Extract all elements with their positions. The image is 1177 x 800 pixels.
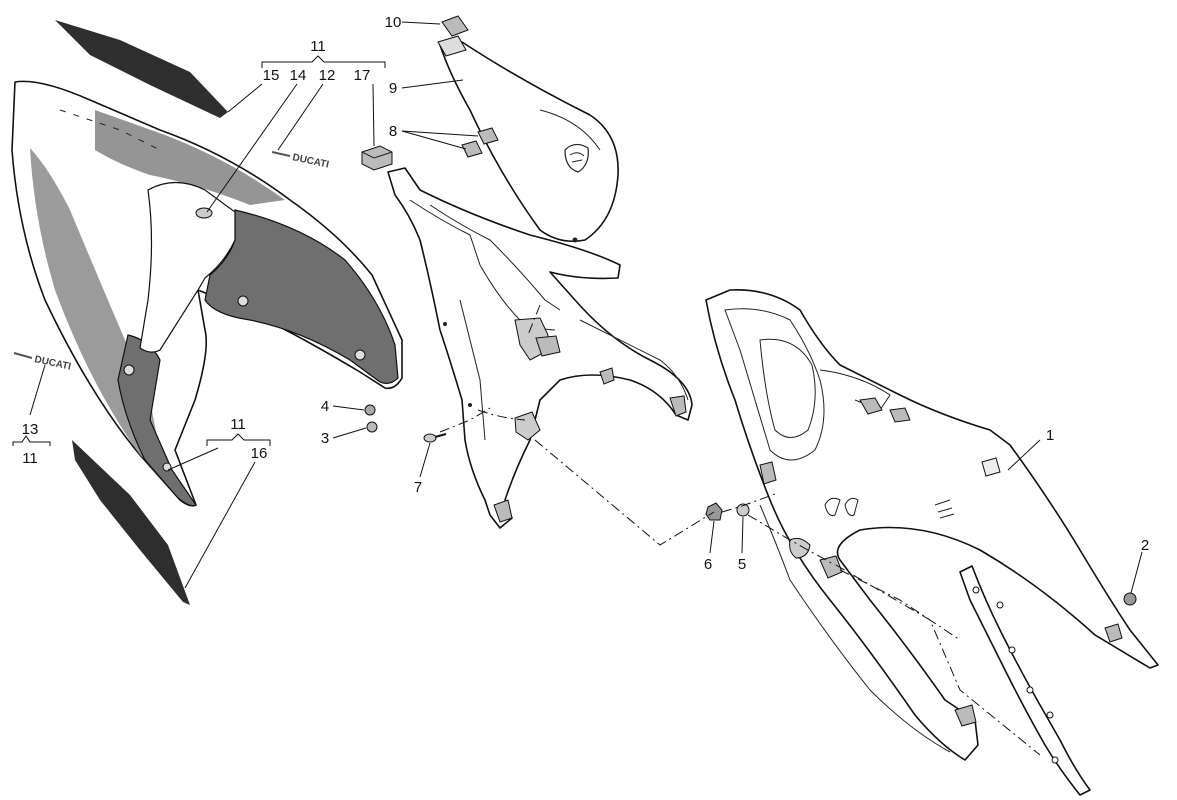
callout-numbers: 11 15 14 12 17 10 9 8 4 3 7 13 11 11 16 … — [22, 14, 1150, 573]
mount-hole — [237, 295, 249, 307]
seat-cover — [439, 41, 619, 243]
grommet-part-2 — [1123, 592, 1137, 606]
callout-5: 5 — [738, 556, 746, 573]
pad-part-8 — [461, 127, 499, 158]
callout-1: 1 — [1046, 427, 1054, 444]
ducati-logo-text: DUCATI — [291, 152, 330, 171]
side-panel-cutout — [139, 181, 236, 353]
callout-7: 7 — [414, 479, 422, 496]
callout-11-top: 11 — [310, 38, 326, 55]
assembly-lines — [439, 304, 1041, 756]
side-panel-dark-insert — [204, 209, 399, 384]
callout-17: 17 — [354, 67, 371, 84]
ducati-decal-left: DUCATI — [13, 352, 72, 373]
callout-10: 10 — [385, 14, 402, 31]
nut-part-4 — [364, 404, 376, 416]
screw-part-7 — [423, 433, 447, 443]
tail-bracket — [959, 565, 1091, 796]
side-panel-assembly — [11, 20, 403, 605]
callout-15: 15 — [263, 67, 280, 84]
callout-12: 12 — [319, 67, 336, 84]
grommet-part-5 — [736, 503, 750, 517]
lower-stripe-decal — [72, 440, 190, 605]
washer-part-3 — [366, 421, 378, 433]
callout-8: 8 — [389, 123, 397, 140]
callout-11-mid: 11 — [230, 416, 246, 433]
hardware — [364, 404, 1137, 606]
callout-16: 16 — [251, 445, 268, 462]
callout-9: 9 — [389, 80, 397, 97]
callout-6: 6 — [704, 556, 712, 573]
upper-stripe-decal — [55, 20, 228, 118]
callout-2: 2 — [1141, 537, 1149, 554]
clip-part-6 — [705, 502, 723, 521]
mount-hole — [123, 364, 135, 376]
ducati-shield-logo — [564, 143, 589, 173]
ducati-logo-text: DUCATI — [33, 354, 72, 373]
side-panel-gray-upper — [95, 110, 285, 205]
pad-part-10 — [437, 15, 469, 57]
callout-3: 3 — [321, 430, 329, 447]
ducati-decal-upper: DUCATI — [271, 151, 330, 171]
callout-11-left: 11 — [22, 450, 38, 467]
callout-13: 13 — [22, 421, 39, 438]
grommet — [195, 207, 213, 219]
mount-hole — [162, 462, 172, 472]
mount-hole — [354, 349, 366, 361]
clip-part-17 — [361, 145, 393, 171]
rear-subframe — [387, 167, 693, 529]
callout-14: 14 — [290, 67, 307, 84]
callout-4: 4 — [321, 398, 329, 415]
tail-cover — [705, 289, 1159, 761]
leader-lines — [12, 21, 1143, 594]
